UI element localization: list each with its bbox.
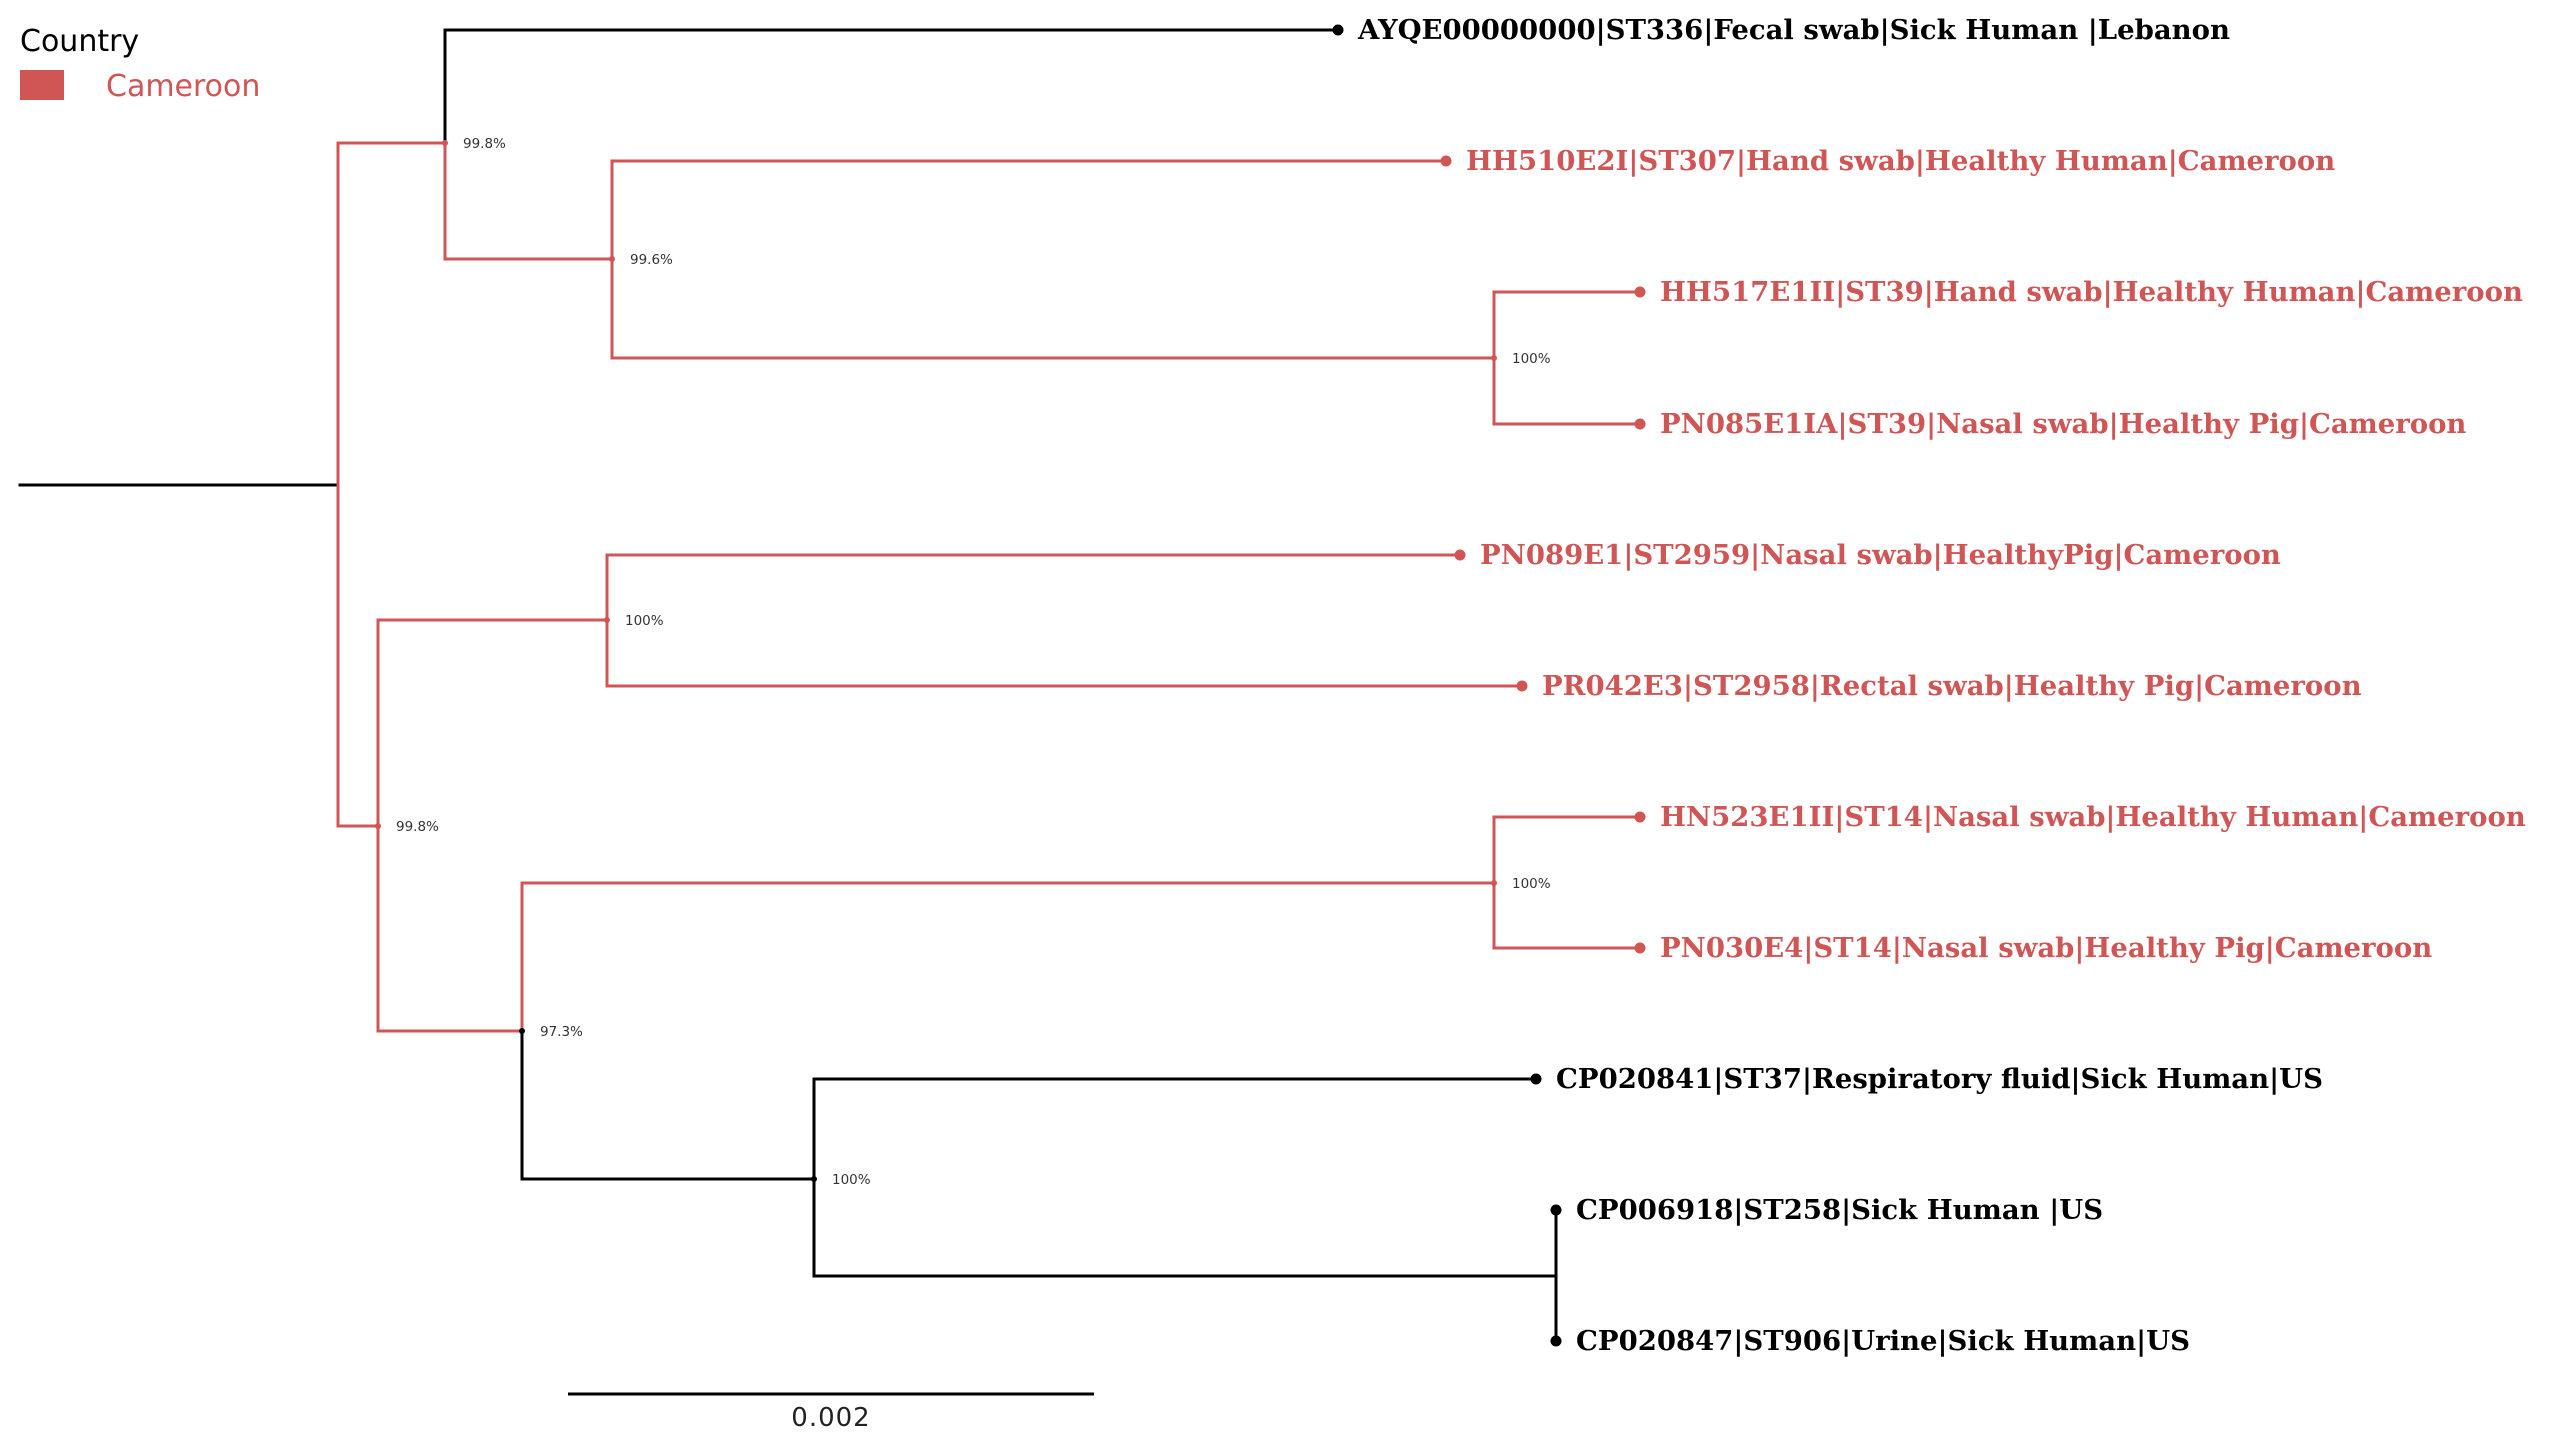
legend: Country Cameroon [20, 24, 260, 104]
tip-marker-6 [1634, 811, 1646, 823]
tip-label-6: HN523E1II|ST14|Nasal swab|Healthy Human|… [1660, 801, 2526, 833]
node-marker-n2 [609, 256, 615, 262]
support-label-n2: 99.6% [630, 252, 673, 268]
tip-label-8: CP020841|ST37|Respiratory fluid|Sick Hum… [1556, 1063, 2323, 1095]
tip-label-2: HH517E1II|ST39|Hand swab|Healthy Human|C… [1660, 276, 2523, 308]
tip-label-3: PN085E1IA|ST39|Nasal swab|Healthy Pig|Ca… [1660, 408, 2466, 440]
tip-label-4: PN089E1|ST2959|Nasal swab|HealthyPig|Cam… [1480, 539, 2281, 571]
tip-markers [1332, 24, 1646, 1347]
node-marker-n1 [442, 140, 448, 146]
tip-marker-1 [1440, 155, 1452, 167]
tip-marker-7 [1634, 942, 1646, 954]
support-label-n8: 100% [832, 1172, 871, 1188]
tip-label-10: CP020847|ST906|Urine|Sick Human|US [1576, 1325, 2190, 1357]
scale-bar-label: 0.002 [791, 1403, 870, 1433]
tip-marker-4 [1454, 549, 1466, 561]
tip-marker-2 [1634, 286, 1646, 298]
tip-marker-8 [1530, 1073, 1542, 1085]
support-label-n3: 100% [1512, 351, 1551, 367]
node-marker-n7 [1491, 880, 1497, 886]
node-marker-n5 [604, 617, 610, 623]
support-label-n6: 97.3% [540, 1024, 583, 1040]
tip-label-1: HH510E2I|ST307|Hand swab|Healthy Human|C… [1466, 145, 2335, 177]
tip-marker-3 [1634, 418, 1646, 430]
legend-title: Country [20, 24, 139, 59]
tip-marker-9 [1550, 1204, 1562, 1216]
node-marker-n6 [519, 1028, 525, 1034]
tip-label-5: PR042E3|ST2958|Rectal swab|Healthy Pig|C… [1542, 670, 2362, 702]
legend-label-cameroon: Cameroon [106, 69, 260, 104]
legend-swatch-cameroon [20, 70, 64, 100]
support-label-n5: 100% [625, 613, 664, 629]
node-marker-n4 [375, 823, 381, 829]
support-label-n4: 99.8% [396, 819, 439, 835]
scale-bar: 0.002 [568, 1392, 1094, 1433]
support-labels: 99.8% 99.6% 100% 99.8% 100% 97.3% 100% 100% [375, 136, 1551, 1188]
node-marker-n3 [1491, 355, 1497, 361]
tip-marker-5 [1516, 680, 1528, 692]
support-label-n1: 99.8% [463, 136, 506, 152]
tree-branches [18, 28, 1642, 1343]
tip-marker-0 [1332, 24, 1344, 36]
tip-label-9: CP006918|ST258|Sick Human |US [1576, 1194, 2103, 1226]
node-marker-n8 [811, 1176, 817, 1182]
tip-marker-10 [1550, 1335, 1562, 1347]
support-label-n7: 100% [1512, 876, 1551, 892]
tip-label-0: AYQE00000000|ST336|Fecal swab|Sick Human… [1357, 14, 2230, 46]
tip-label-7: PN030E4|ST14|Nasal swab|Healthy Pig|Came… [1660, 932, 2432, 964]
tip-labels: AYQE00000000|ST336|Fecal swab|Sick Human… [1357, 14, 2526, 1357]
